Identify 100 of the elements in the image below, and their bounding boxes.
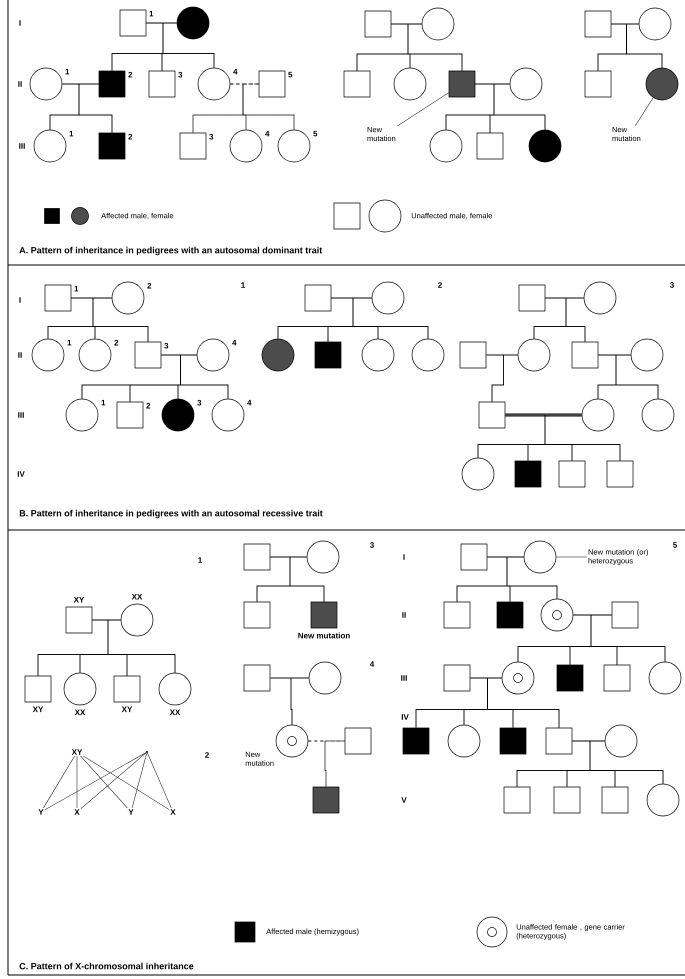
- descent-line: [242, 84, 294, 130]
- square-symbol: [476, 132, 504, 160]
- panel-number: 1: [198, 557, 202, 563]
- generation-label: I: [19, 20, 21, 26]
- circle-symbol: [462, 458, 494, 490]
- square-symbol: [314, 342, 342, 368]
- panel-number: 2: [438, 282, 442, 288]
- genotype-label: XX: [170, 710, 180, 716]
- gamete-line: [43, 756, 75, 808]
- gamete-line: [76, 756, 78, 808]
- genotype-label: XY: [74, 596, 84, 602]
- member-number: 1: [102, 400, 106, 406]
- circle-symbol: [518, 338, 550, 372]
- descent-line: [494, 84, 546, 130]
- square-symbol: [584, 70, 612, 98]
- circle-symbol: [642, 398, 674, 432]
- generation-label: III: [19, 143, 25, 149]
- generation-label: II: [18, 81, 22, 87]
- member-number: 1: [70, 130, 74, 136]
- square-symbol: [460, 342, 486, 368]
- circle-symbol: [646, 784, 680, 816]
- generation-label: I: [19, 297, 21, 303]
- circle-symbol: [176, 6, 210, 40]
- square-symbol: [344, 70, 370, 98]
- circle-symbol: [412, 338, 444, 372]
- member-number: 3: [197, 400, 202, 406]
- descent-line: [487, 678, 560, 728]
- square-symbol: [244, 544, 270, 570]
- panel-caption: B. Pattern of inheritance in pedigrees with an autosomal recessive trait: [20, 510, 323, 518]
- genotype-label: XY: [72, 749, 82, 755]
- circle-symbol: [510, 68, 542, 100]
- square-symbol: [606, 460, 634, 488]
- square-symbol: [504, 786, 530, 814]
- square-symbol: [304, 284, 332, 312]
- circle-symbol: [528, 130, 562, 162]
- square-symbol: [344, 728, 372, 754]
- member-number: 4: [265, 130, 270, 136]
- square-symbol: [460, 544, 488, 570]
- gamete-line: [80, 752, 146, 809]
- descent-line: [162, 22, 214, 68]
- member-number: 1: [68, 340, 72, 346]
- member-number: 4: [232, 340, 236, 346]
- gamete-line: [132, 752, 147, 808]
- member-number: 4: [233, 68, 238, 74]
- leader-line: [556, 556, 588, 558]
- gamete-line: [83, 756, 170, 810]
- descent-line: [108, 620, 176, 673]
- leader-line: [635, 98, 654, 126]
- circle-symbol: [630, 338, 664, 372]
- descent-line: [506, 556, 558, 599]
- panel-number: 2: [205, 752, 209, 758]
- square-symbol: [572, 342, 598, 368]
- circle-symbol: [604, 724, 638, 758]
- square-symbol: [584, 10, 612, 38]
- square-symbol: [312, 786, 340, 814]
- descent-line: [230, 84, 294, 130]
- square-symbol: [402, 728, 430, 754]
- generation-label: III: [401, 675, 407, 681]
- genotype-label: X: [170, 809, 176, 815]
- genotype-label: X: [74, 809, 80, 815]
- member-number: 3: [209, 134, 214, 140]
- member-number: 3: [178, 72, 182, 78]
- generation-label: IV: [402, 714, 409, 720]
- gamete-line: [147, 752, 172, 808]
- genotype-label: XY: [122, 706, 132, 712]
- circle-symbol: [524, 540, 556, 574]
- circle-symbol: [372, 282, 404, 314]
- square-symbol: [546, 728, 572, 754]
- generation-label: II: [402, 612, 406, 618]
- descent-line: [352, 298, 428, 339]
- square-symbol: [448, 70, 476, 98]
- descent-line: [616, 354, 658, 399]
- descent-line: [492, 354, 518, 402]
- member-number: 5: [288, 72, 292, 78]
- gamete-line: [44, 752, 146, 810]
- member-number: 2: [147, 282, 152, 288]
- panel-number: 1: [241, 282, 245, 288]
- member-number: 2: [128, 72, 132, 78]
- member-number: 1: [66, 68, 70, 74]
- descent-line: [626, 24, 662, 68]
- square-symbol: [514, 460, 542, 488]
- descent-line: [78, 84, 112, 133]
- circle-symbol: [308, 662, 342, 694]
- square-symbol: [478, 402, 506, 428]
- genotype-label: XX: [74, 710, 86, 716]
- circle-symbol: [430, 130, 462, 162]
- leader-line: [397, 92, 449, 126]
- generation-label: IV: [18, 471, 25, 477]
- square-symbol: [500, 728, 526, 754]
- square-symbol: [518, 284, 546, 312]
- member-number: 5: [313, 130, 318, 136]
- descent-line: [290, 556, 324, 602]
- panel-caption: C. Pattern of X-chromosomal inheritance: [20, 962, 194, 970]
- generation-label: V: [401, 797, 407, 803]
- circle-symbol: [422, 8, 454, 40]
- member-number: 2: [128, 134, 132, 140]
- square-symbol: [604, 664, 630, 692]
- circle-symbol: [582, 398, 614, 432]
- descent-line: [544, 414, 620, 461]
- square-symbol: [244, 602, 270, 628]
